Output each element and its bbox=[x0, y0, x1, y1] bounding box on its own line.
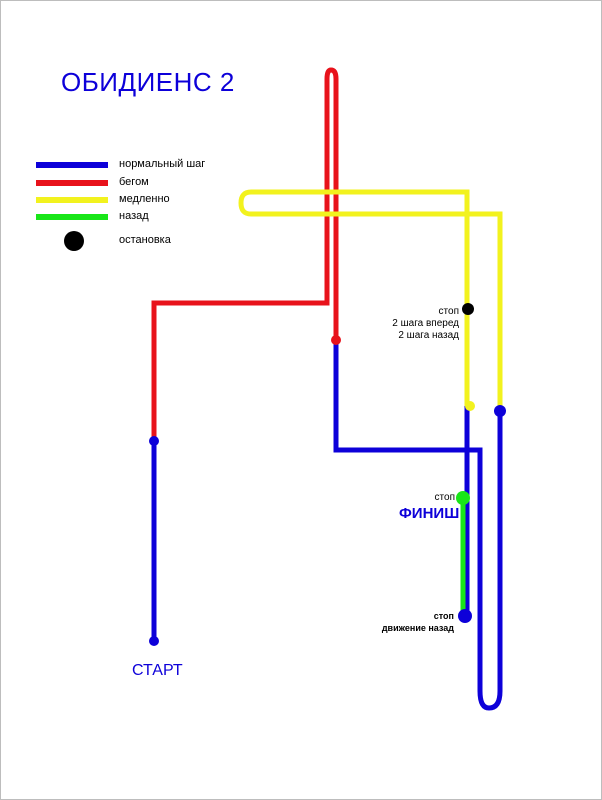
note-stop-steps: стоп 2 шага вперед 2 шага назад bbox=[339, 306, 459, 342]
note-stop-steps-line2: 2 шага вперед bbox=[392, 318, 459, 329]
route-normal-loop bbox=[333, 341, 503, 711]
marker-stop-back bbox=[458, 609, 472, 623]
legend-label-normal: нормальный шаг bbox=[119, 158, 206, 170]
marker-slow-end bbox=[465, 401, 475, 411]
route-slow bbox=[238, 189, 503, 411]
marker-run-begin bbox=[149, 436, 159, 446]
legend-label-run: бегом bbox=[119, 176, 149, 188]
legend-label-back: назад bbox=[119, 210, 149, 222]
note-stop-back: стоп движение назад bbox=[344, 610, 454, 634]
marker-finish bbox=[456, 491, 470, 505]
marker-run-end bbox=[331, 335, 341, 345]
marker-start bbox=[149, 636, 159, 646]
note-stop-steps-line1: стоп bbox=[438, 306, 459, 317]
start-label: СТАРТ bbox=[132, 662, 183, 679]
page-title: ОБИДИЕНС 2 bbox=[61, 67, 235, 97]
note-stop-steps-line3: 2 шага назад bbox=[398, 330, 459, 341]
legend-label-stop: остановка bbox=[119, 234, 171, 246]
legend-swatch-stop bbox=[64, 231, 84, 251]
finish-label: ФИНИШ bbox=[399, 505, 460, 522]
marker-stop-steps bbox=[462, 303, 474, 315]
legend-label-slow: медленно bbox=[119, 193, 170, 205]
marker-slow-end-right bbox=[494, 405, 506, 417]
route-run bbox=[151, 67, 339, 441]
note-stop-finish: стоп bbox=[434, 492, 455, 503]
note-stop-back-line2: движение назад bbox=[381, 623, 454, 633]
note-stop-back-line1: стоп bbox=[433, 611, 454, 621]
